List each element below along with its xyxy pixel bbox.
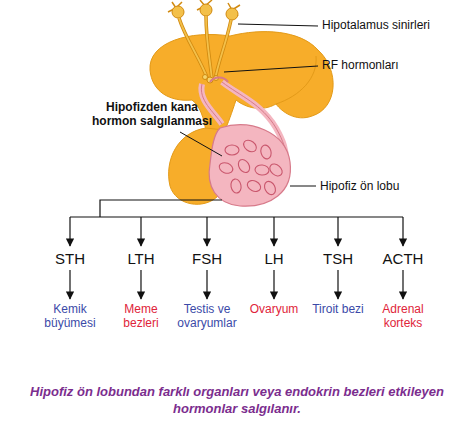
hormone-name: TSH [323,250,353,267]
target-organ: Kemik büyümesi [37,302,103,331]
caption: Hipofiz ön lobundan farklı organları vey… [22,384,452,418]
node-text: Ovaryum [241,302,307,316]
hormone-arrow [402,270,403,299]
anterior-lobe [209,125,290,206]
target-organ: Ovaryum [241,302,307,316]
target-organ: Meme bezleri [108,302,174,331]
capillary [262,179,277,196]
node-text: Kemik büyümesi [37,302,103,331]
leader-lines [180,24,318,186]
node-text: ACTH [383,250,424,267]
target-organ: Testis ve ovaryumlar [174,302,240,331]
structure-label: Hipofiz ön lobu [320,179,399,193]
structure-label: RF hormonları [322,58,399,72]
node-text: FSH [192,250,222,267]
hormone-arrow [69,270,70,299]
node-text: Tiroit bezi [305,302,371,316]
capillary [246,178,263,193]
node-text: LH [264,250,283,267]
hormone-arrow [206,270,207,299]
structure-label: Hipotalamus sinirleri [322,18,430,32]
hormone-name: LH [264,250,283,267]
capillary [267,162,284,179]
capillary [241,138,258,154]
target-organ: Adrenal korteks [370,302,436,331]
hypothalamus-neurons [168,0,240,83]
process-label: Hipofizden kana hormon salgılanması [86,100,218,129]
node-text: Testis ve ovaryumlar [174,302,240,331]
hormone-tree [70,200,403,246]
hormone-name: LTH [127,250,154,267]
hormone-arrow [273,270,274,299]
capillary [255,164,270,175]
node-text: Adrenal korteks [370,302,436,331]
hormone-name: ACTH [383,250,424,267]
capillary [218,161,235,175]
node-text: STH [55,250,85,267]
capillary [236,157,252,174]
hormone-arrow [337,270,338,299]
hormone-arrow [140,270,141,299]
hormone-name: FSH [192,250,222,267]
node-text: TSH [323,250,353,267]
capillary [230,178,242,194]
hormone-name: STH [55,250,85,267]
target-organ: Tiroit bezi [305,302,371,316]
capillary [259,144,272,160]
capillary [225,145,239,155]
node-text: LTH [127,250,154,267]
node-text: Meme bezleri [108,302,174,331]
